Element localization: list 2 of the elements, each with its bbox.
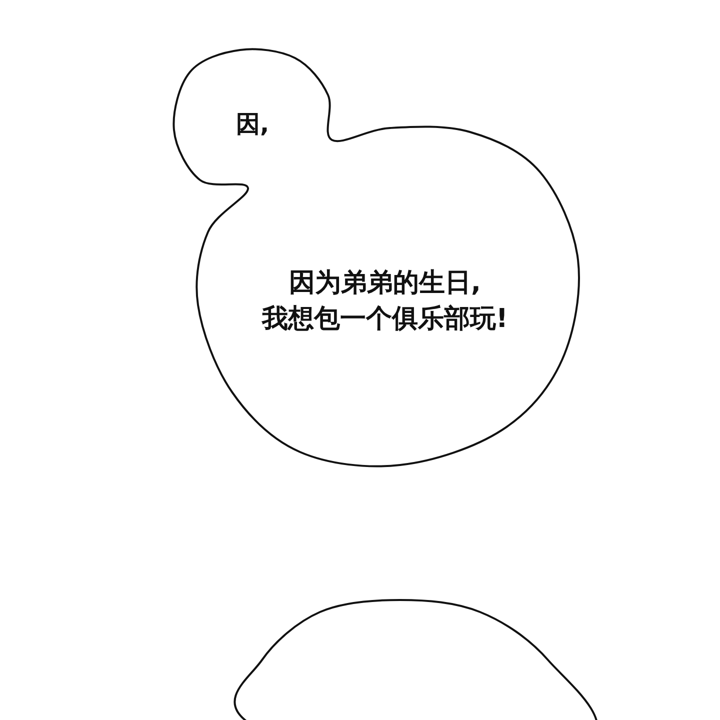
- speech-text: 因为弟弟的生日,我想包一个俱乐部玩!: [262, 267, 508, 336]
- speech-text: 因,: [236, 109, 270, 140]
